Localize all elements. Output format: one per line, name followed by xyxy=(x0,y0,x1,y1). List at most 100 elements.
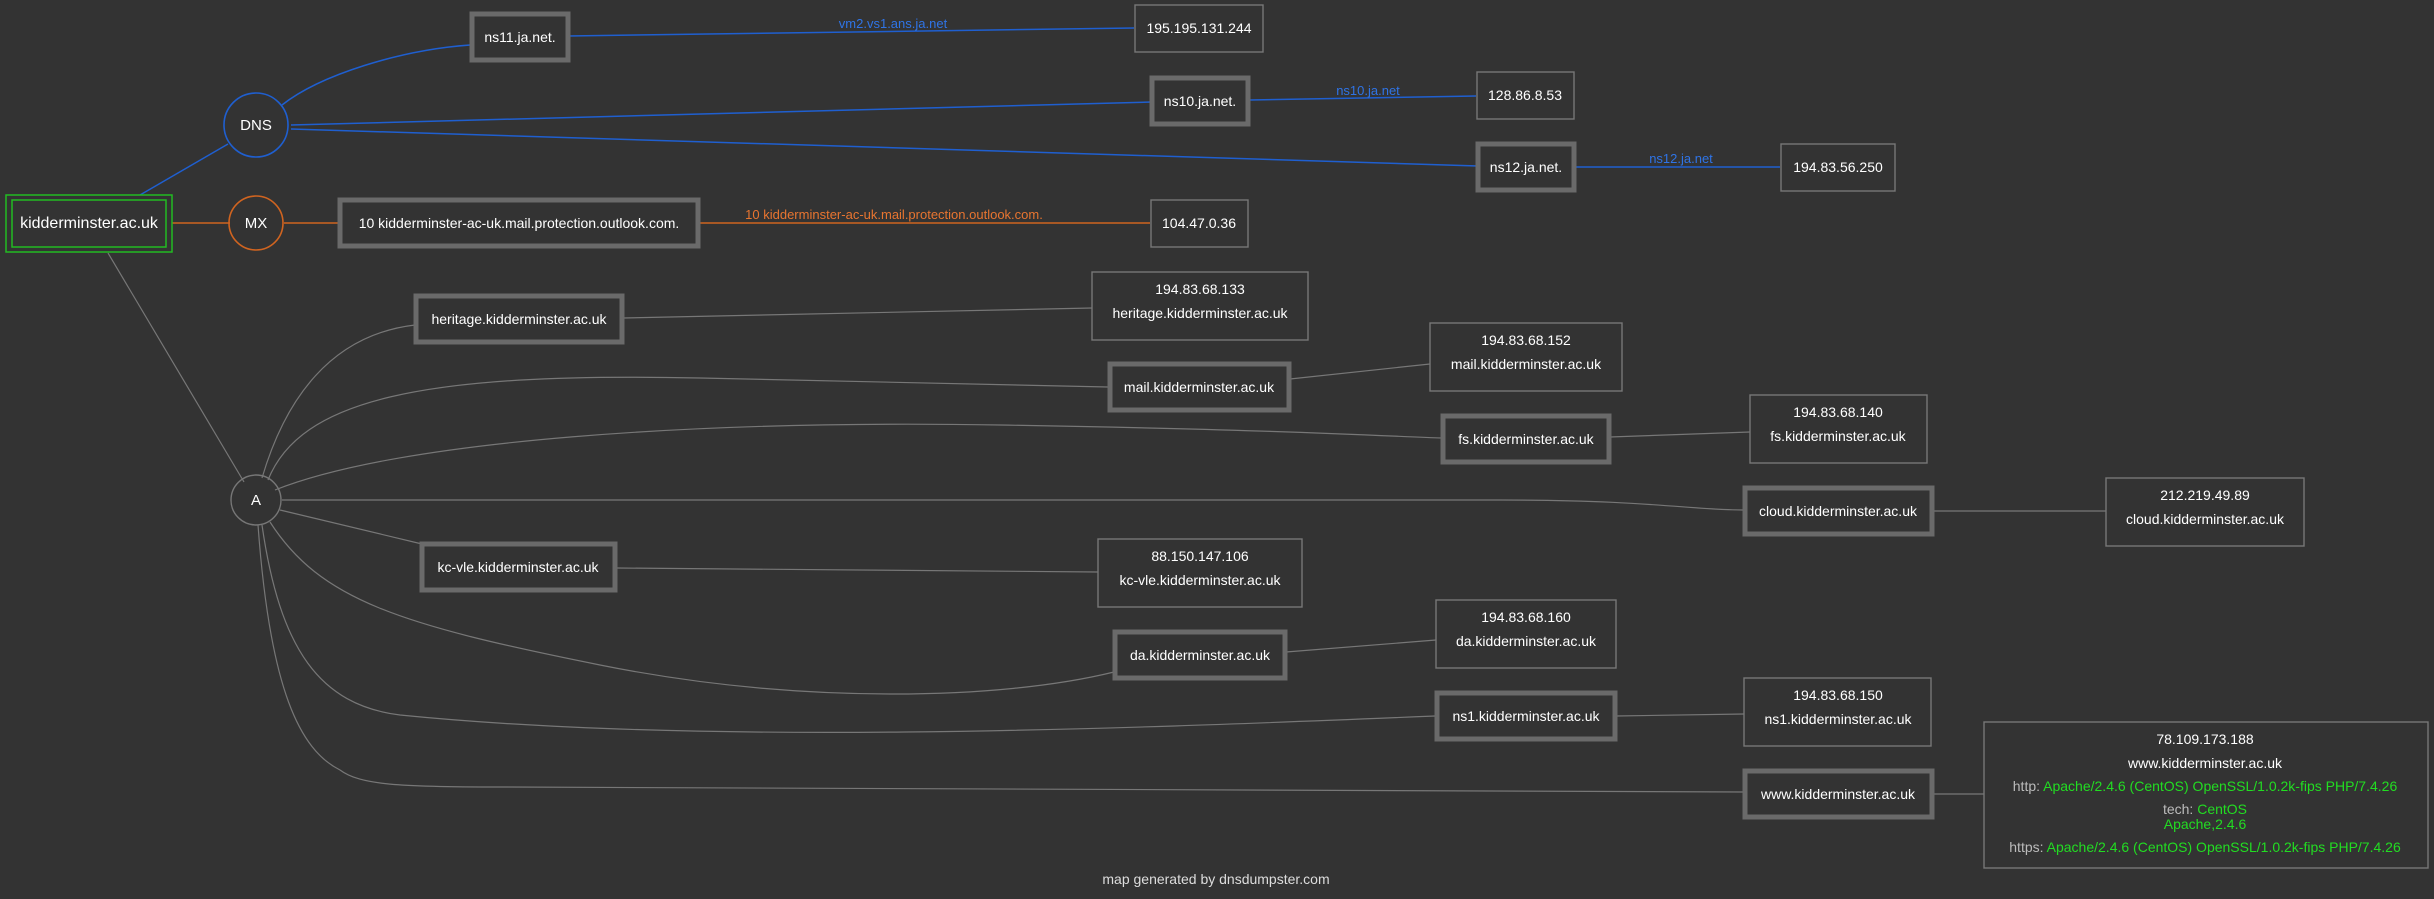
a-host-label: fs.kidderminster.ac.uk xyxy=(1458,431,1594,447)
edge-kcvle-ip xyxy=(615,567,1099,573)
edge-a-mail xyxy=(267,376,1109,481)
edge-label-ns10: ns10.ja.net xyxy=(1336,83,1400,98)
edge-a-heritage xyxy=(261,324,416,479)
a-host-label: ns1.kidderminster.ac.uk xyxy=(1452,708,1600,724)
edge-a-ns1 xyxy=(261,524,1436,733)
edge-ns1-ip xyxy=(1615,713,1745,717)
edge-ns11-ip xyxy=(567,27,1135,37)
ns-host-box[interactable]: ns12.ja.net. xyxy=(1475,141,1577,193)
a-host-box[interactable]: da.kidderminster.ac.uk xyxy=(1112,629,1288,681)
a-host-label: mail.kidderminster.ac.uk xyxy=(1124,379,1275,395)
a-reverse-label: heritage.kidderminster.ac.uk xyxy=(1112,305,1288,321)
edge-a-da xyxy=(269,521,1115,695)
a-ip-box[interactable]: 212.219.49.89 cloud.kidderminster.ac.uk xyxy=(2105,477,2305,547)
edge-label-ns12: ns12.ja.net xyxy=(1649,151,1713,166)
hub-a[interactable]: A xyxy=(230,474,282,526)
footer-credit: map generated by dnsdumpster.com xyxy=(1102,871,1329,887)
a-ip-box[interactable]: 194.83.68.152 mail.kidderminster.ac.uk xyxy=(1429,322,1623,392)
edge-mail-ip xyxy=(1289,363,1431,380)
ns-host-label: ns10.ja.net. xyxy=(1164,93,1236,109)
edge-ns10-ip xyxy=(1249,95,1477,101)
www-tech-value-1: CentOS xyxy=(2197,801,2247,817)
a-host-label: da.kidderminster.ac.uk xyxy=(1130,647,1271,663)
hub-a-label: A xyxy=(251,492,261,509)
edges xyxy=(107,27,2106,795)
ns-host-label: ns12.ja.net. xyxy=(1490,159,1562,175)
a-ip-box[interactable]: 194.83.68.150 ns1.kidderminster.ac.uk xyxy=(1743,677,1932,747)
hub-dns-label: DNS xyxy=(240,117,272,134)
edge-root-a xyxy=(107,252,245,483)
a-ip-box[interactable]: 194.83.68.160 da.kidderminster.ac.uk xyxy=(1435,599,1617,669)
a-host-box[interactable]: kc-vle.kidderminster.ac.uk xyxy=(419,541,618,593)
a-reverse-label: cloud.kidderminster.ac.uk xyxy=(2126,511,2285,527)
a-reverse-label: mail.kidderminster.ac.uk xyxy=(1451,356,1602,372)
edge-label-ns11: vm2.vs1.ans.ja.net xyxy=(839,16,948,31)
a-host-box[interactable]: heritage.kidderminster.ac.uk xyxy=(413,293,625,345)
edge-da-ip xyxy=(1285,639,1437,653)
www-http-label: http: xyxy=(2013,778,2040,794)
edge-dns-ns11 xyxy=(281,44,471,106)
a-reverse-label: fs.kidderminster.ac.uk xyxy=(1770,428,1906,444)
www-reverse-label: www.kidderminster.ac.uk xyxy=(2127,755,2283,771)
edge-dns-ns12 xyxy=(290,128,1479,167)
a-ip-box[interactable]: 194.83.68.140 fs.kidderminster.ac.uk xyxy=(1749,394,1928,464)
ns-ip-box[interactable]: 128.86.8.53 xyxy=(1476,71,1575,120)
a-ip-label: 194.83.68.150 xyxy=(1793,687,1883,703)
ns-ip-label: 195.195.131.244 xyxy=(1146,20,1251,36)
mx-host-box[interactable]: 10 kidderminster-ac-uk.mail.protection.o… xyxy=(337,197,701,249)
ns-ip-label: 128.86.8.53 xyxy=(1488,87,1562,103)
a-ip-label: 194.83.68.133 xyxy=(1155,281,1245,297)
edge-a-www xyxy=(257,524,1746,793)
edge-dns-ns10 xyxy=(290,101,1153,126)
a-host-box[interactable]: cloud.kidderminster.ac.uk xyxy=(1742,485,1935,537)
edge-heritage-ip xyxy=(622,307,1093,319)
www-http-line: http: Apache/2.4.6 (CentOS) OpenSSL/1.0.… xyxy=(2013,778,2398,794)
a-ip-box[interactable]: 194.83.68.133 heritage.kidderminster.ac.… xyxy=(1091,271,1309,341)
root-node[interactable]: kidderminster.ac.uk xyxy=(5,194,173,253)
root-label: kidderminster.ac.uk xyxy=(20,215,159,232)
edge-root-dns xyxy=(139,143,229,196)
a-ip-label: 88.150.147.106 xyxy=(1151,548,1249,564)
www-tech-value-2: Apache,2.4.6 xyxy=(2164,816,2247,832)
edge-a-kcvle xyxy=(279,509,423,545)
a-host-box[interactable]: ns1.kidderminster.ac.uk xyxy=(1434,690,1618,742)
hub-mx[interactable]: MX xyxy=(228,195,284,251)
ns-ip-box[interactable]: 195.195.131.244 xyxy=(1134,4,1264,53)
a-host-box[interactable]: fs.kidderminster.ac.uk xyxy=(1440,413,1612,465)
a-reverse-label: ns1.kidderminster.ac.uk xyxy=(1764,711,1912,727)
hub-dns[interactable]: DNS xyxy=(223,92,289,158)
ns-host-label: ns11.ja.net. xyxy=(484,29,555,45)
ns-ip-box[interactable]: 194.83.56.250 xyxy=(1780,143,1896,192)
www-tech-line: tech: CentOS xyxy=(2163,801,2247,817)
a-ip-box[interactable]: 88.150.147.106 kc-vle.kidderminster.ac.u… xyxy=(1097,538,1303,608)
www-tech-label: tech: xyxy=(2163,801,2193,817)
www-detail-box[interactable]: 78.109.173.188 www.kidderminster.ac.uk h… xyxy=(1983,721,2429,869)
ns-ip-label: 194.83.56.250 xyxy=(1793,159,1883,175)
edge-a-cloud xyxy=(282,499,1745,511)
a-host-label: heritage.kidderminster.ac.uk xyxy=(431,311,607,327)
a-ip-label: 212.219.49.89 xyxy=(2160,487,2250,503)
edge-a-fs xyxy=(274,423,1443,491)
edge-label-mx: 10 kidderminster-ac-uk.mail.protection.o… xyxy=(745,207,1043,222)
edge-fs-ip xyxy=(1609,431,1751,438)
a-reverse-label: kc-vle.kidderminster.ac.uk xyxy=(1119,572,1281,588)
www-ip-label: 78.109.173.188 xyxy=(2156,731,2254,747)
ns-host-box[interactable]: ns10.ja.net. xyxy=(1149,75,1251,127)
a-ip-label: 194.83.68.152 xyxy=(1481,332,1571,348)
a-host-label: www.kidderminster.ac.uk xyxy=(1760,786,1916,802)
a-host-box[interactable]: mail.kidderminster.ac.uk xyxy=(1107,361,1292,413)
www-https-value: Apache/2.4.6 (CentOS) OpenSSL/1.0.2k-fip… xyxy=(2047,839,2401,855)
www-https-line: https: Apache/2.4.6 (CentOS) OpenSSL/1.0… xyxy=(2009,839,2401,855)
a-reverse-label: da.kidderminster.ac.uk xyxy=(1456,633,1597,649)
www-https-label: https: xyxy=(2009,839,2043,855)
mx-host-label: 10 kidderminster-ac-uk.mail.protection.o… xyxy=(359,215,680,231)
mx-ip-box[interactable]: 104.47.0.36 xyxy=(1150,199,1249,248)
hub-mx-label: MX xyxy=(245,215,268,232)
a-host-label: cloud.kidderminster.ac.uk xyxy=(1759,503,1918,519)
a-host-box[interactable]: www.kidderminster.ac.uk xyxy=(1742,768,1935,820)
a-ip-label: 194.83.68.160 xyxy=(1481,609,1571,625)
a-host-label: kc-vle.kidderminster.ac.uk xyxy=(437,559,599,575)
ns-host-box[interactable]: ns11.ja.net. xyxy=(469,11,571,63)
mx-ip-label: 104.47.0.36 xyxy=(1162,215,1236,231)
